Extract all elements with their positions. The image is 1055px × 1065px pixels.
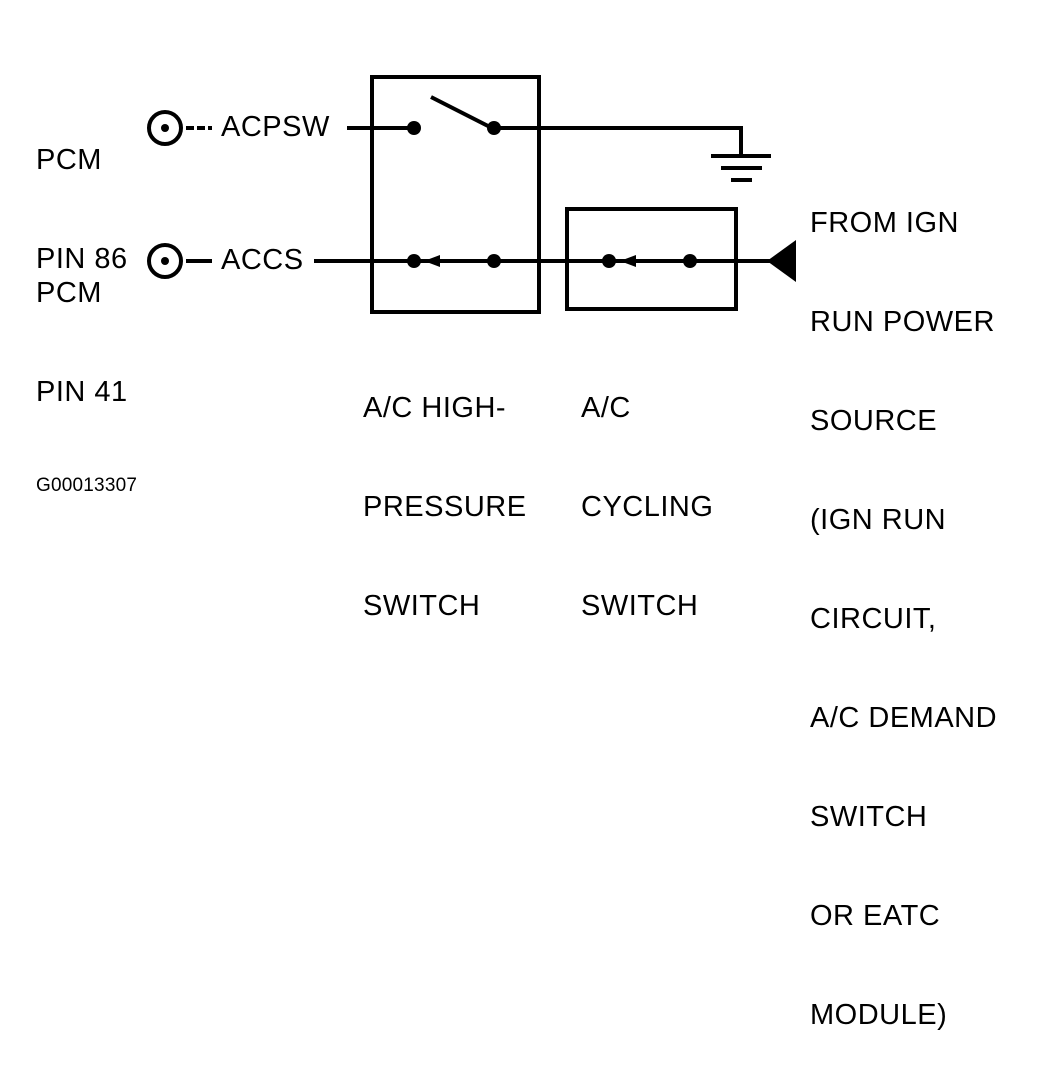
wiring-diagram — [147, 75, 796, 314]
high-pressure-switch-line3: SWITCH — [363, 590, 481, 622]
accs-label: ACCS — [221, 244, 304, 276]
pcm-pin-86-terminal — [147, 110, 183, 146]
pcm-pin-41-label: PCM PIN 41 — [36, 211, 128, 442]
ground-wire — [494, 126, 743, 154]
power-source-line: OR EATC — [810, 900, 941, 932]
hp-switch-contact-right-top — [487, 121, 501, 135]
pcm-pin-86-label: PCM PIN 86 — [36, 78, 128, 309]
high-pressure-switch-box — [370, 75, 541, 314]
cycling-switch-line3: SWITCH — [581, 590, 699, 622]
high-pressure-switch-label: A/C HIGH- PRESSURE SWITCH — [363, 326, 527, 656]
power-source-line: FROM IGN — [810, 207, 959, 239]
cycling-switch-contact-left — [602, 254, 616, 268]
hp-switch-contact-left-top — [407, 121, 421, 135]
pcm-pin-86-line2: PIN 86 — [36, 243, 128, 275]
ground-icon — [711, 154, 771, 182]
power-source-line: A/C DEMAND — [810, 702, 998, 734]
power-source-line: SWITCH — [810, 801, 928, 833]
cycling-switch-contact-right — [683, 254, 697, 268]
power-source-line: MODULE) — [810, 999, 948, 1031]
pcm-pin-41-line2: PIN 41 — [36, 376, 128, 408]
figure-id: G00013307 — [36, 475, 138, 496]
high-pressure-switch-line1: A/C HIGH- — [363, 392, 507, 424]
high-pressure-switch-blade — [430, 95, 493, 130]
cycling-switch-line2: CYCLING — [581, 491, 714, 523]
high-pressure-switch-line2: PRESSURE — [363, 491, 527, 523]
pcm-pin-41-terminal — [147, 243, 183, 279]
power-source-line: (IGN RUN — [810, 504, 947, 536]
hp-switch-contact-right-bottom — [487, 254, 501, 268]
power-source-line: RUN POWER — [810, 306, 995, 338]
acpsw-label: ACPSW — [221, 111, 330, 143]
cycling-switch-line1: A/C — [581, 392, 631, 424]
power-source-arrow-icon — [767, 240, 796, 282]
hp-flow-arrow-icon — [424, 255, 440, 267]
power-source-label: FROM IGN RUN POWER SOURCE (IGN RUN CIRCU… — [810, 141, 997, 1065]
pcm-pin-41-line1: PCM — [36, 277, 102, 309]
power-source-line: SOURCE — [810, 405, 938, 437]
cycling-switch-label: A/C CYCLING SWITCH — [581, 326, 713, 656]
cycling-flow-arrow-icon — [620, 255, 636, 267]
hp-switch-contact-left-bottom — [407, 254, 421, 268]
power-source-line: CIRCUIT, — [810, 603, 937, 635]
pcm-pin-86-line1: PCM — [36, 144, 102, 176]
